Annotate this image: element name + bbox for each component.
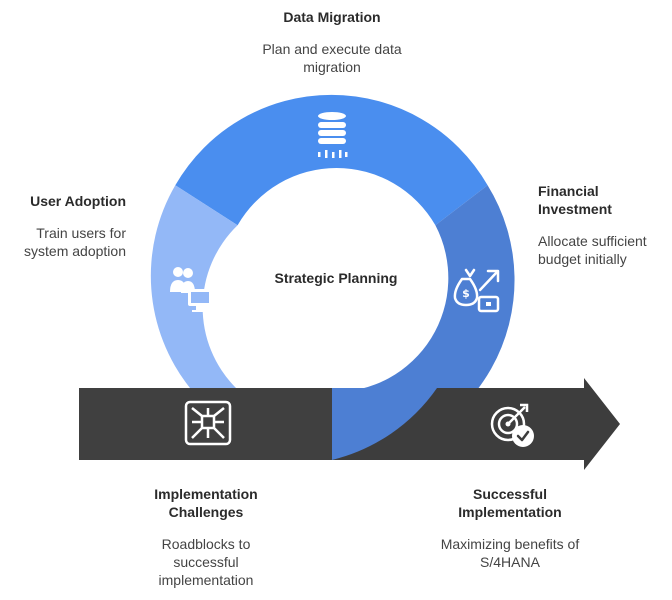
network-grid-icon: [184, 400, 232, 446]
stage-label-data-migration: Data Migration Plan and execute data mig…: [221, 8, 443, 76]
stage-title: Implementation Challenges: [154, 486, 258, 520]
stage-title: User Adoption: [30, 193, 126, 209]
stage-label-financial-investment: Financial Investment Allocate sufficient…: [538, 182, 666, 268]
stage-description: Maximizing benefits of S/4HANA: [440, 536, 580, 570]
stage-description: Allocate sufficient budget initially: [538, 233, 647, 267]
stage-description: Plan and execute data migration: [262, 41, 402, 75]
stage-label-successful-implementation: Successful Implementation Maximizing ben…: [425, 485, 595, 571]
stage-description: Roadblocks to successful implementation: [158, 536, 254, 588]
stage-title: Financial Investment: [538, 183, 612, 217]
stage-title: Successful Implementation: [458, 486, 562, 520]
segment-financial-investment-overlap: [332, 388, 437, 460]
segment-data-migration: [175, 94, 488, 226]
stage-label-implementation-challenges: Implementation Challenges Roadblocks to …: [120, 485, 292, 589]
svg-text:$: $: [462, 287, 470, 300]
database-icon: [318, 112, 348, 158]
users-computer-icon: [170, 267, 212, 312]
arrow-left-segment: [79, 388, 332, 460]
stage-description: Train users for system adoption: [24, 225, 126, 259]
stage-label-user-adoption: User Adoption Train users for system ado…: [2, 192, 126, 260]
target-check-icon: [490, 403, 534, 447]
center-title: Strategic Planning: [274, 270, 398, 286]
money-bag-growth-icon: $: [453, 268, 500, 313]
stage-title: Data Migration: [283, 9, 381, 25]
